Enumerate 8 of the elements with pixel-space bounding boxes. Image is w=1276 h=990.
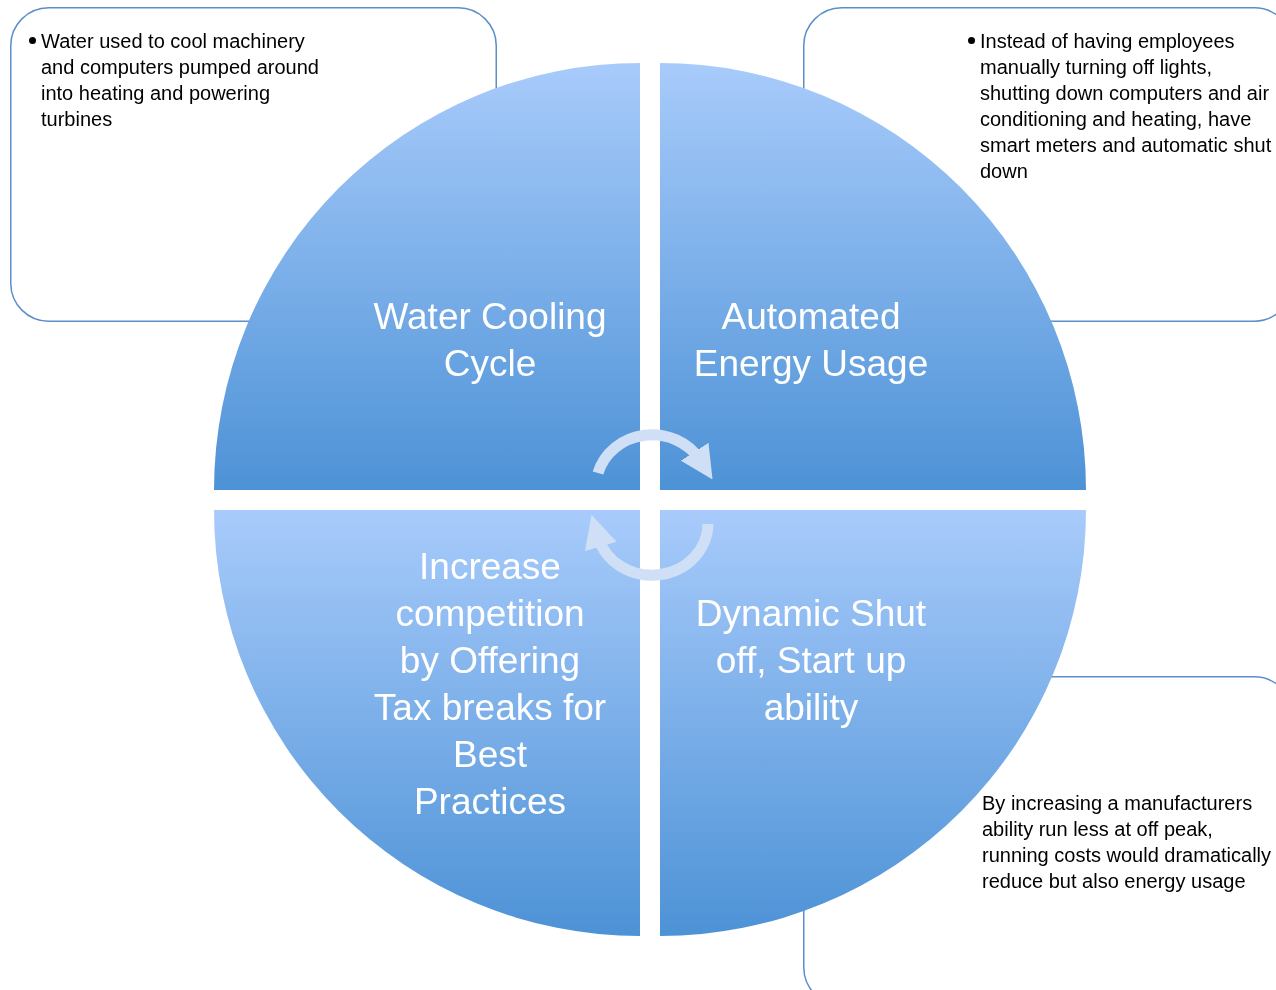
segment-title: Dynamic Shut off, Start up ability: [694, 592, 928, 730]
callout-text: By increasing a manufacturers ability run less at off peak, running costs would dramatically reduce but also energy usage: [982, 791, 1273, 894]
segment-title: Increase competition by Offering Tax breaks for Best Practices: [372, 545, 608, 824]
callout-text: Instead of having employees manually turning off lights, shutting down computers and air conditioning and heating, have smart meters and automatic shut down: [980, 29, 1273, 184]
cycle-arrow: [586, 515, 714, 581]
segment-title: Automated Energy Usage: [692, 295, 930, 386]
callout-text: Water used to cool machinery and computers pumped around into heating and powering turbines: [41, 29, 320, 132]
segment-title: Water Cooling Cycle: [372, 295, 608, 386]
